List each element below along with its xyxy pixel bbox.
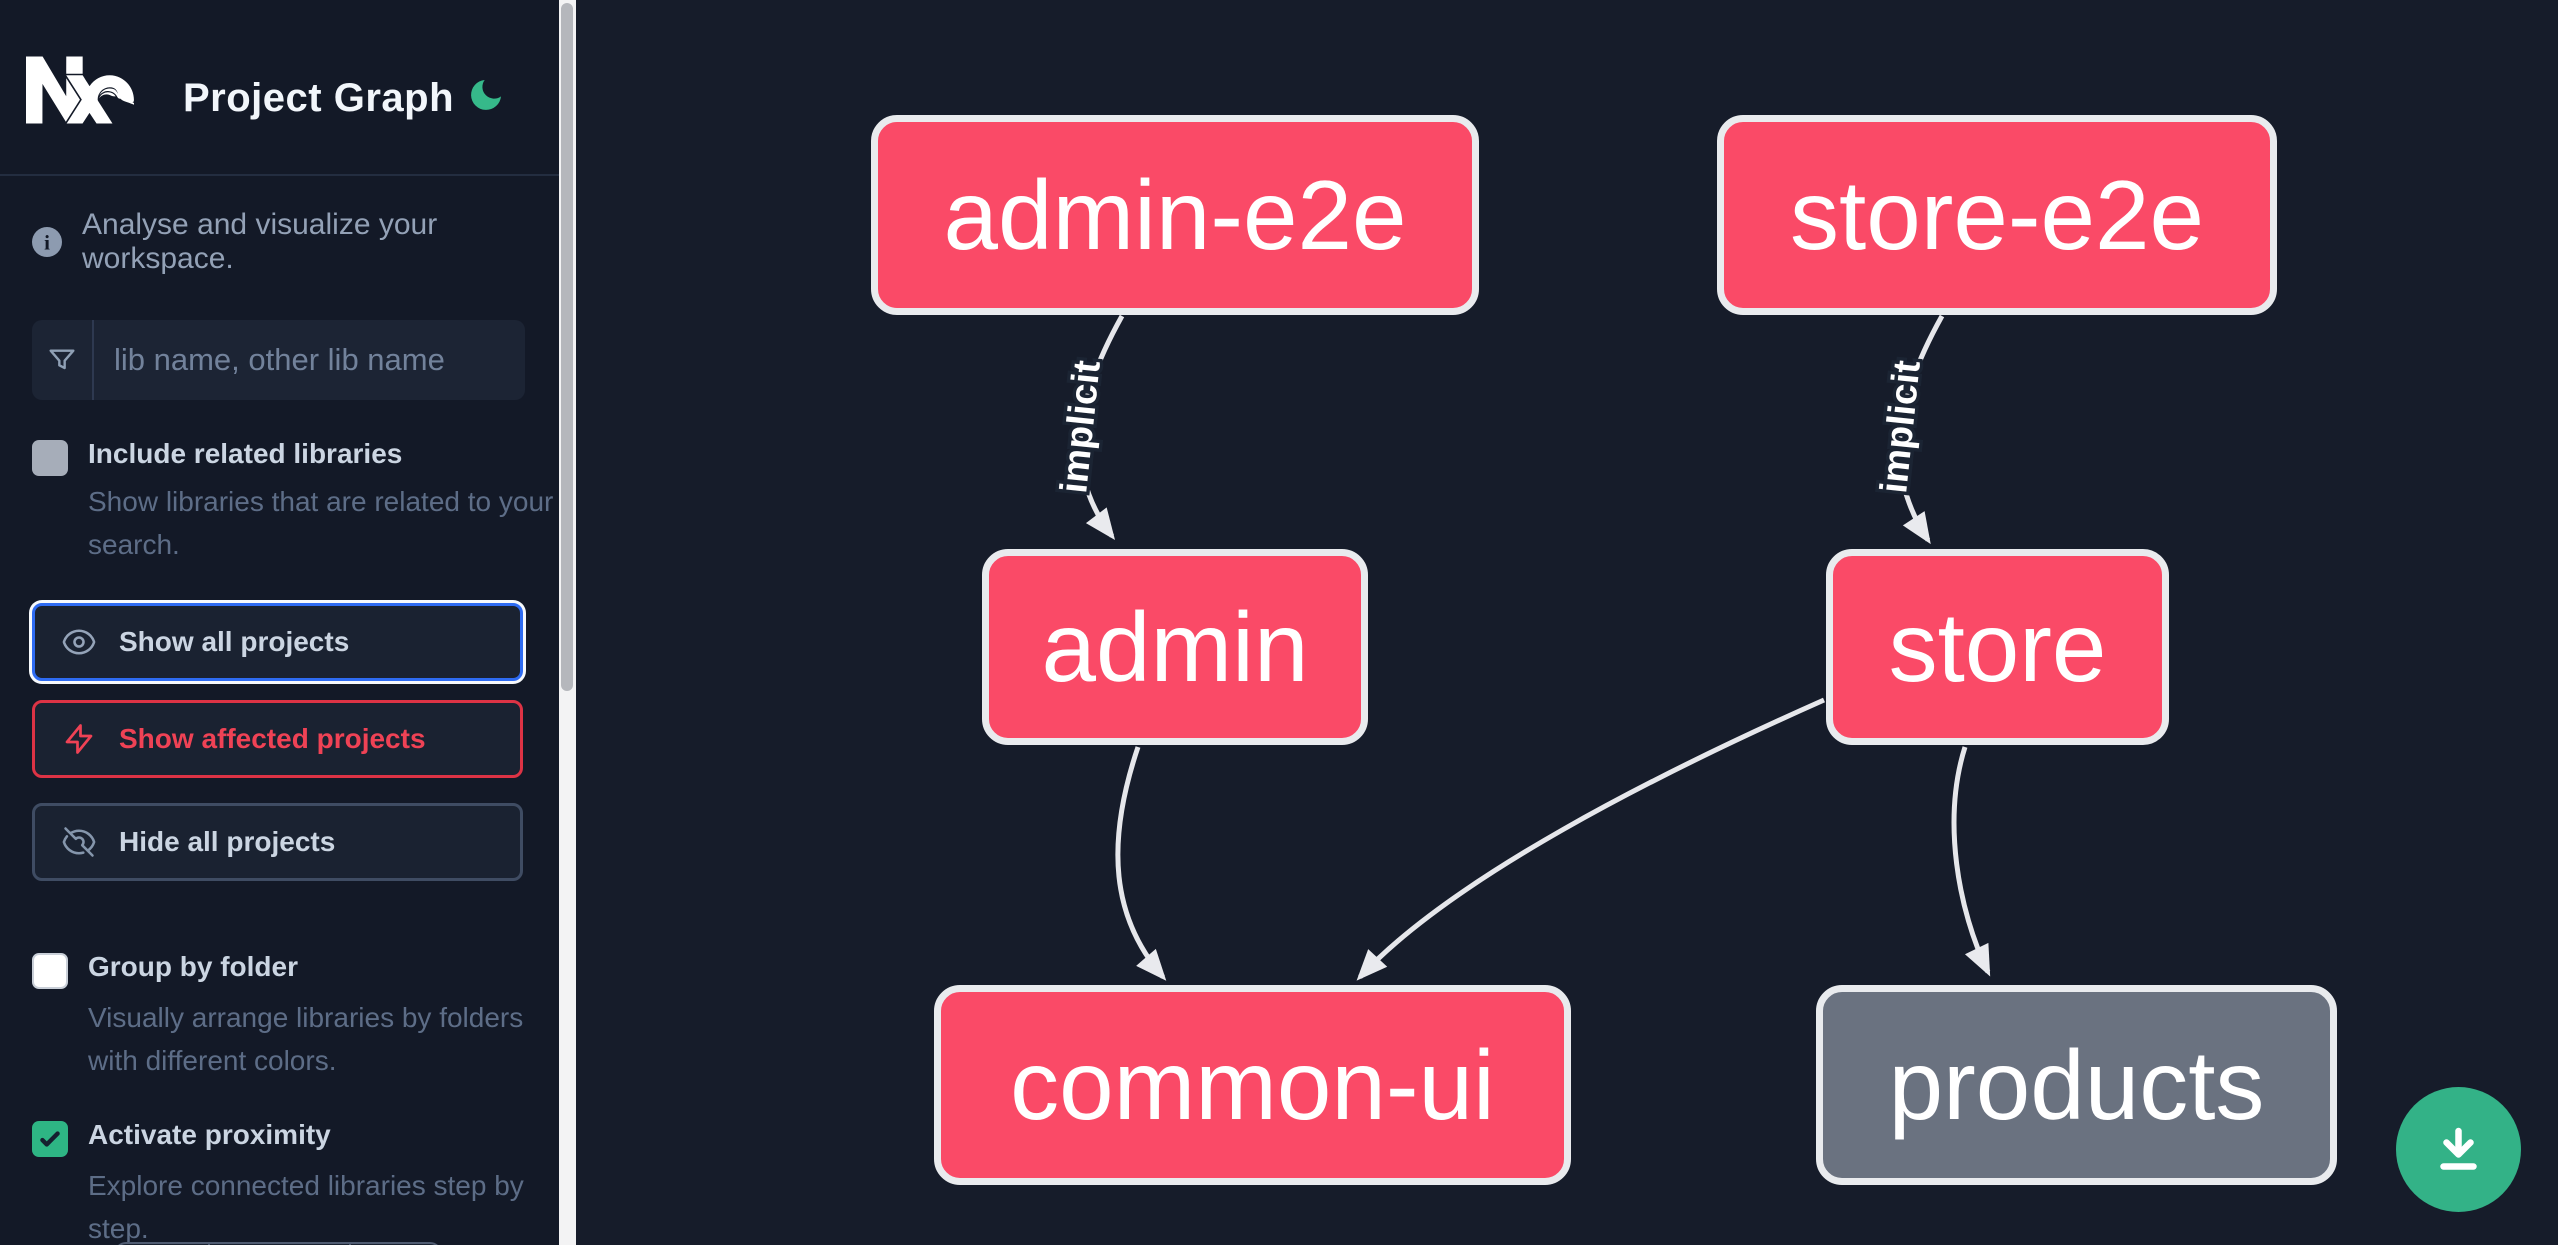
activate-proximity-checkbox[interactable] xyxy=(32,1121,68,1157)
button-label: Show affected projects xyxy=(119,723,426,754)
theme-toggle-button[interactable] xyxy=(466,73,510,117)
option-include-related-libraries: Include related libraries Show libraries… xyxy=(32,438,553,598)
option-label: Group by folder xyxy=(88,951,298,982)
option-activate-proximity: Activate proximity Explore connected lib… xyxy=(32,1119,532,1245)
brand-header: Project Graph xyxy=(0,0,559,174)
option-label: Activate proximity xyxy=(88,1119,331,1150)
group-by-folder-checkbox[interactable] xyxy=(32,953,68,989)
search-input[interactable] xyxy=(94,320,525,400)
hide-all-projects-button[interactable]: Hide all projects xyxy=(32,803,523,881)
option-description: Visually arrange libraries by folders wi… xyxy=(88,1002,524,1076)
show-all-projects-button[interactable]: Show all projects xyxy=(32,603,523,681)
download-graph-button[interactable] xyxy=(2396,1087,2521,1212)
graph-node-admin-e2e[interactable]: admin-e2e xyxy=(871,115,1479,315)
intro-row: i Analyse and visualize your workspace. xyxy=(32,208,559,276)
graph-node-store-e2e[interactable]: store-e2e xyxy=(1717,115,2277,315)
option-description: Explore connected libraries step by step… xyxy=(88,1170,524,1244)
node-label: admin xyxy=(1041,591,1309,702)
project-filter-search xyxy=(32,320,525,400)
graph-node-products[interactable]: products xyxy=(1816,985,2337,1185)
intro-text: Analyse and visualize your workspace. xyxy=(82,208,438,275)
button-label: Hide all projects xyxy=(119,826,336,857)
node-label: common-ui xyxy=(1010,1029,1495,1140)
node-label: admin-e2e xyxy=(943,159,1407,270)
button-label: Show all projects xyxy=(119,626,350,657)
scrollbar-thumb[interactable] xyxy=(561,3,573,691)
moon-icon xyxy=(466,75,510,115)
page-title: Project Graph xyxy=(183,76,455,120)
node-label: store xyxy=(1888,591,2107,702)
funnel-icon xyxy=(32,320,94,400)
svg-text:i: i xyxy=(44,231,50,255)
eye-icon xyxy=(61,624,97,660)
include-related-checkbox[interactable] xyxy=(32,440,68,476)
header-divider xyxy=(0,174,559,176)
sidebar-scrollbar[interactable] xyxy=(559,0,576,1245)
option-label: Include related libraries xyxy=(88,438,403,469)
node-label: products xyxy=(1888,1029,2265,1140)
graph-node-admin[interactable]: admin xyxy=(982,549,1368,745)
download-icon xyxy=(2427,1118,2490,1181)
option-group-by-folder: Group by folder Visually arrange librari… xyxy=(32,951,532,1091)
checkmark-icon xyxy=(40,1131,60,1147)
show-affected-projects-button[interactable]: Show affected projects xyxy=(32,700,523,778)
option-description: Show libraries that are related to your … xyxy=(88,486,554,560)
graph-node-common-ui[interactable]: common-ui xyxy=(934,985,1571,1185)
info-icon: i xyxy=(32,227,62,257)
sidebar: Project Graph i Analyse and visualize yo… xyxy=(0,0,559,1245)
nx-logo xyxy=(26,36,136,144)
bolt-icon xyxy=(61,721,97,757)
graph-node-store[interactable]: store xyxy=(1826,549,2169,745)
eye-off-icon xyxy=(61,824,97,860)
node-label: store-e2e xyxy=(1789,159,2204,270)
